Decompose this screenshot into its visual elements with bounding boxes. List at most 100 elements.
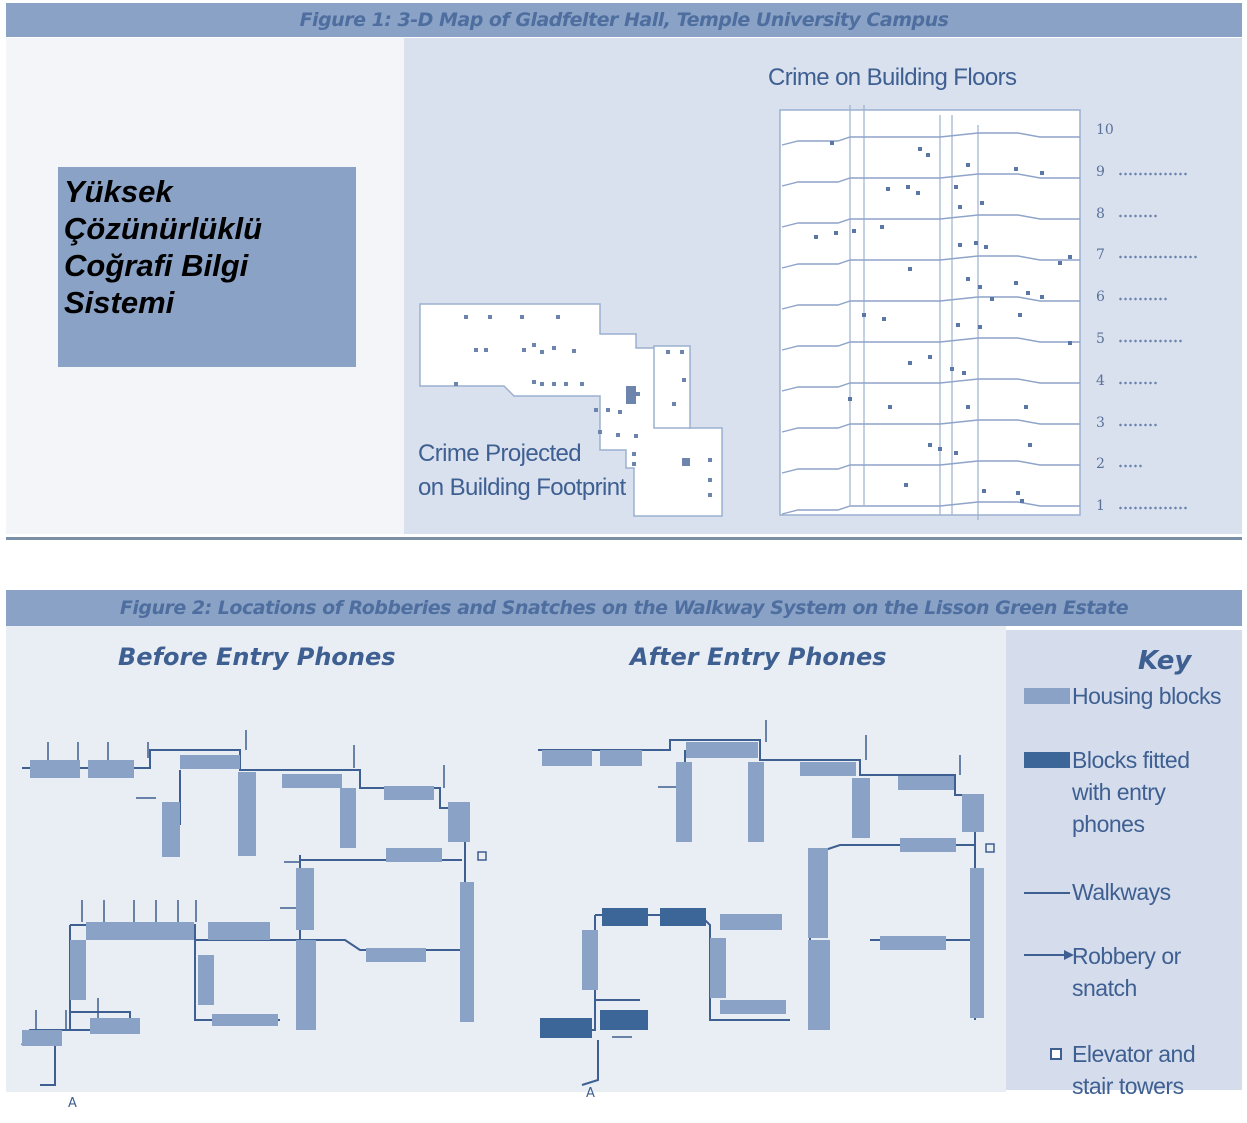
floor-crime-mark bbox=[1016, 491, 1020, 495]
floor-crime-mark bbox=[862, 313, 866, 317]
floor-crime-dots-6 bbox=[1118, 297, 1168, 302]
floor-crime-mark bbox=[888, 405, 892, 409]
legend-walkway-line bbox=[1024, 892, 1070, 894]
floor-crime-dots-8 bbox=[1118, 213, 1158, 218]
floor-line-1 bbox=[781, 501, 1080, 515]
floor-crime-mark bbox=[938, 447, 942, 451]
floor-crime-mark bbox=[1020, 499, 1024, 503]
floor-crime-mark bbox=[1014, 167, 1018, 171]
legend-housing-swatch bbox=[1024, 688, 1070, 704]
floor-crime-mark bbox=[830, 141, 834, 145]
floor-crime-dots-5 bbox=[1118, 339, 1183, 343]
figure-divider bbox=[6, 537, 1242, 540]
floor-crime-mark bbox=[956, 323, 960, 327]
floor-number-8: 8 bbox=[1096, 205, 1105, 222]
legend-panel: Key Housing blocks Blocks fitted with en… bbox=[1006, 630, 1242, 1099]
floor-crime-mark bbox=[918, 147, 922, 151]
floor-crime-mark bbox=[1024, 405, 1028, 409]
floor-crime-mark bbox=[1040, 295, 1044, 299]
building-floors-map bbox=[779, 105, 1081, 520]
floor-line-3 bbox=[781, 419, 1080, 433]
floor-crime-mark bbox=[962, 371, 966, 375]
footprint-label-line2: on Building Footprint bbox=[418, 474, 626, 501]
floor-number-2: 2 bbox=[1096, 456, 1105, 473]
floor-crime-dots-1 bbox=[1118, 506, 1188, 511]
floor-crime-mark bbox=[1014, 281, 1018, 285]
floor-number-9: 9 bbox=[1096, 163, 1105, 180]
floor-crime-mark bbox=[926, 153, 930, 157]
legend-arrow-icon bbox=[1024, 950, 1074, 960]
floor-number-10: 10 bbox=[1096, 122, 1114, 138]
floor-number-6: 6 bbox=[1096, 289, 1105, 306]
before-map bbox=[21, 730, 487, 1086]
floor-crime-dots-2 bbox=[1118, 464, 1143, 469]
floor-crime-mark bbox=[958, 205, 962, 209]
floor-crime-mark bbox=[980, 201, 984, 205]
floor-crime-mark bbox=[966, 405, 970, 409]
floor-crime-mark bbox=[882, 317, 886, 321]
floor-crime-mark bbox=[1040, 171, 1044, 175]
floor-crime-mark bbox=[950, 367, 954, 371]
after-label: After Entry Phones bbox=[630, 643, 887, 671]
floor-crime-dots-9 bbox=[1118, 171, 1188, 176]
footprint-label-line1: Crime Projected bbox=[418, 440, 582, 467]
floor-crime-mark bbox=[1028, 443, 1032, 447]
floor-crime-mark bbox=[886, 187, 890, 191]
floor-line-7 bbox=[781, 255, 1080, 269]
legend-entry-phone-swatch bbox=[1024, 752, 1070, 768]
legend-elevator-square-icon bbox=[1050, 1048, 1062, 1060]
legend-robbery-label: Robbery or snatch bbox=[1072, 943, 1181, 1001]
floor-crime-mark bbox=[916, 191, 920, 195]
after-map bbox=[538, 720, 995, 1086]
floor-crime-mark bbox=[958, 243, 962, 247]
floor-line-5 bbox=[781, 337, 1080, 351]
floor-crime-mark bbox=[990, 297, 994, 301]
floor-number-5: 5 bbox=[1096, 331, 1105, 347]
floor-crime-dots-4 bbox=[1118, 380, 1158, 385]
after-north-marker: A bbox=[586, 1086, 595, 1101]
floor-crime-mark bbox=[814, 235, 818, 239]
floor-crime-mark bbox=[908, 361, 912, 365]
floor-crime-mark bbox=[954, 451, 958, 455]
floor-line-8 bbox=[781, 214, 1080, 228]
floor-number-7: 7 bbox=[1096, 247, 1105, 264]
floor-crime-mark bbox=[982, 489, 986, 493]
floor-crime-mark bbox=[1026, 291, 1030, 295]
floor-crime-mark bbox=[928, 355, 932, 359]
floor-crime-mark bbox=[908, 267, 912, 271]
floor-crime-mark bbox=[974, 241, 978, 245]
floor-line-9 bbox=[781, 173, 1080, 187]
footprint-label: Crime Projected on Building Footprint bbox=[418, 437, 626, 505]
floor-crime-mark bbox=[928, 443, 932, 447]
legend-housing-label: Housing blocks bbox=[1072, 683, 1221, 709]
floor-crime-mark bbox=[978, 325, 982, 329]
floors-label: Crime on Building Floors bbox=[768, 64, 1017, 91]
floor-crime-mark bbox=[834, 231, 838, 235]
floor-number-4: 4 bbox=[1096, 372, 1105, 389]
legend-entry-phone-label: Blocks fitted with entry phones bbox=[1072, 747, 1190, 837]
floor-crime-mark bbox=[978, 285, 982, 289]
floor-crime-mark bbox=[966, 163, 970, 167]
floor-crime-mark bbox=[954, 185, 958, 189]
floor-crime-dots-7 bbox=[1118, 255, 1198, 260]
floor-crime-mark bbox=[848, 397, 852, 401]
floor-line-6 bbox=[781, 296, 1080, 310]
floor-crime-mark bbox=[1058, 261, 1062, 265]
floor-crime-dots-3 bbox=[1118, 422, 1158, 427]
floor-crime-mark bbox=[880, 225, 884, 229]
floor-crime-mark bbox=[984, 245, 988, 249]
floor-line-2 bbox=[781, 460, 1080, 474]
floor-crime-mark bbox=[1068, 341, 1072, 345]
floor-line-4 bbox=[781, 378, 1080, 392]
callout-box: Yüksek Çözünürlüklü Coğrafi Bilgi Sistem… bbox=[58, 167, 356, 367]
before-label: Before Entry Phones bbox=[118, 643, 396, 671]
floor-crime-mark bbox=[1068, 255, 1072, 259]
legend-elevator-label: Elevator and stair towers bbox=[1072, 1041, 1196, 1099]
floor-crime-mark bbox=[966, 277, 970, 281]
before-north-marker: A bbox=[68, 1096, 77, 1111]
floor-crime-mark bbox=[1018, 313, 1022, 317]
figure-2-title: Figure 2: Locations of Robberies and Sna… bbox=[6, 590, 1242, 626]
figure-1-title: Figure 1: 3-D Map of Gladfelter Hall, Te… bbox=[6, 3, 1242, 37]
legend-title: Key bbox=[1138, 646, 1192, 676]
legend-walkway-label: Walkways bbox=[1072, 879, 1171, 905]
